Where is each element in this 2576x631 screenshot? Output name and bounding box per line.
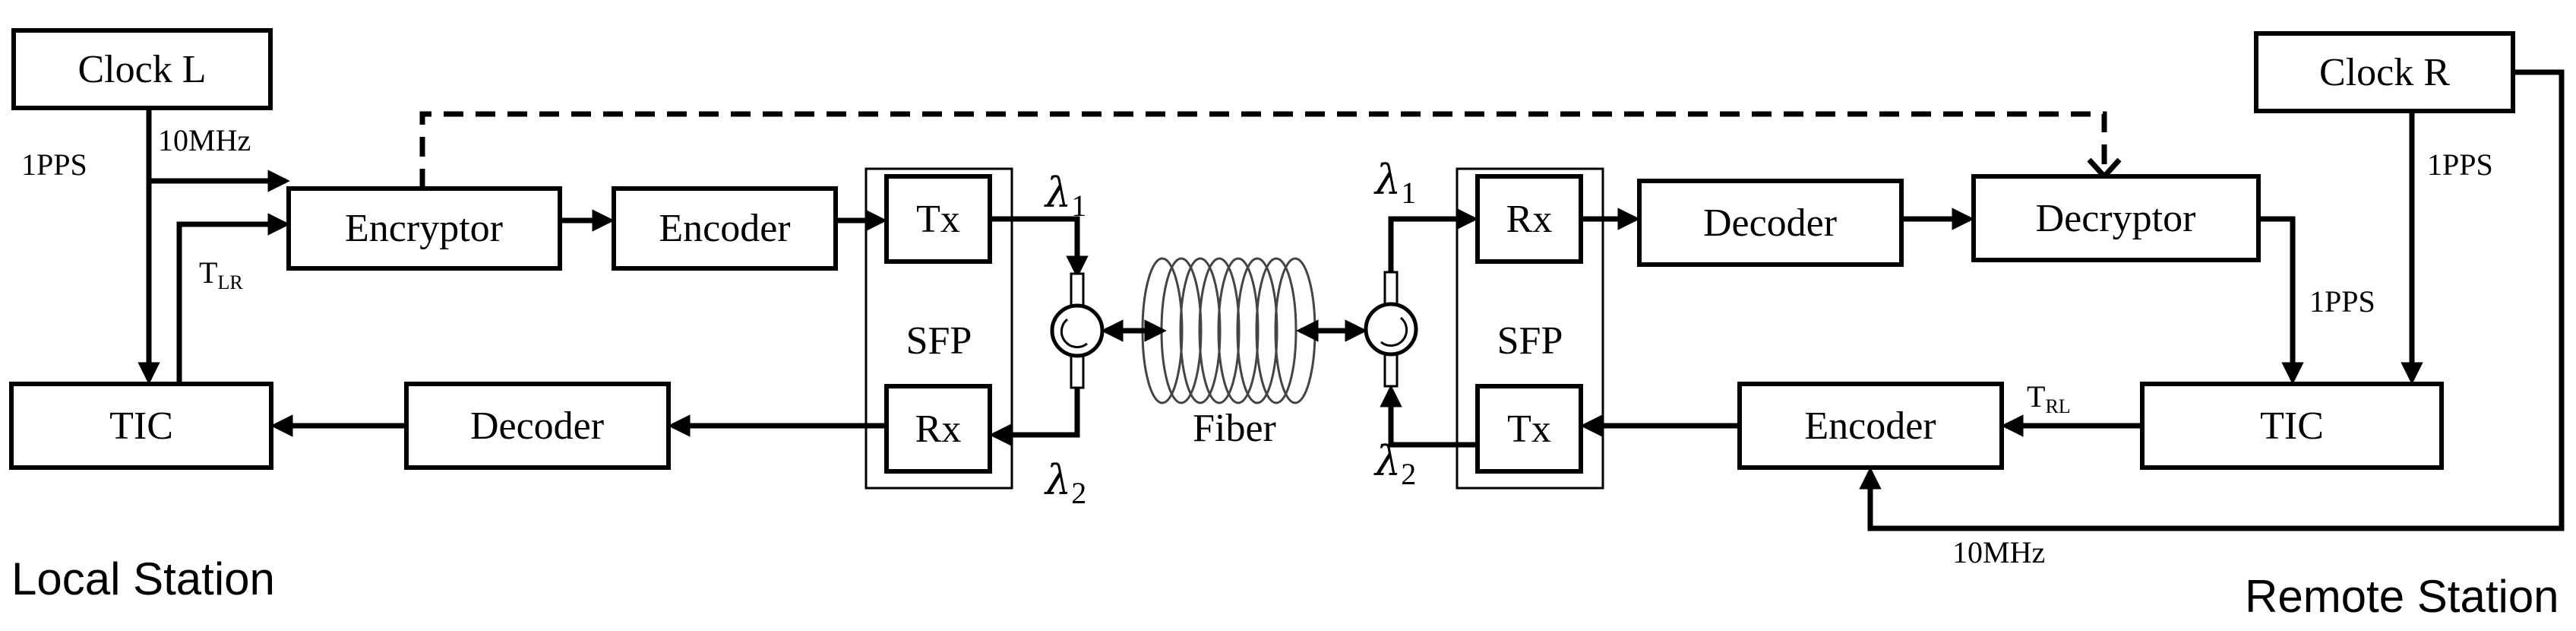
local-station-title: Local Station (11, 553, 275, 604)
local-rx-box: Rx (884, 384, 992, 474)
remote-decoder-box: Decoder (1637, 179, 1904, 267)
local-rx-label: Rx (915, 407, 962, 451)
local-tx-box: Tx (884, 174, 992, 264)
tx-to-circulator-arrow (990, 216, 1089, 278)
local-decoder-box: Decoder (404, 382, 671, 470)
encryption-key-dashed-line (419, 111, 2107, 189)
remote-lambda1-label: λ1 (1373, 156, 1416, 210)
remote-sfp-label: SFP (1497, 319, 1563, 363)
remote-encoder-box: Encoder (1737, 382, 2004, 470)
local-sfp-frame (864, 167, 1013, 490)
local-lambda2-label: λ2 (1044, 456, 1086, 510)
remote-decryptor-label: Decryptor (2036, 197, 2196, 240)
local-tlr-to-encryptor-arrow (176, 213, 290, 384)
local-encoder-box: Encoder (612, 186, 838, 271)
remote-10mhz-label: 10MHz (1952, 535, 2045, 569)
remote-encoder-label: Encoder (1804, 404, 1936, 448)
fiber-spool-icon (1141, 257, 1316, 404)
remote-clock-label: Clock R (2319, 51, 2450, 94)
remote-decryptor-1pps-label: 1PPS (2309, 284, 2375, 319)
local-circulator-icon (1050, 272, 1105, 389)
local-encryptor-label: Encryptor (345, 207, 503, 250)
remote-station-title: Remote Station (2245, 571, 2559, 622)
local-decoder-label: Decoder (470, 404, 604, 448)
remote-10mhz-arrow (1859, 69, 2565, 531)
remote-tic-box: TIC (2140, 382, 2444, 470)
local-encryptor-box: Encryptor (286, 186, 562, 271)
remote-rx-box: Rx (1475, 174, 1583, 264)
local-tlr-label: TLR (199, 255, 243, 293)
local-clock-box: Clock L (11, 28, 273, 110)
remote-circulator-icon (1364, 271, 1418, 388)
local-tic-label: TIC (109, 404, 173, 448)
remote-trl-label: TRL (2027, 379, 2071, 417)
local-tic-box: TIC (9, 382, 273, 470)
local-encoder-label: Encoder (659, 207, 790, 250)
remote-sfp-frame (1456, 167, 1604, 490)
remote-decryptor-box: Decryptor (1971, 174, 2261, 262)
local-lambda1-label: λ1 (1044, 169, 1086, 223)
remote-tx-label: Tx (1507, 407, 1551, 451)
local-tx-label: Tx (916, 198, 960, 241)
decryptor-to-remote-tic-arrow (2258, 216, 2304, 385)
local-10mhz-label: 10MHz (158, 123, 251, 157)
remote-tx-to-circulator-arrow (1380, 385, 1478, 448)
remote-tx-box: Tx (1475, 384, 1583, 474)
remote-clock-box: Clock R (2254, 31, 2515, 113)
local-clock-label: Clock L (78, 48, 207, 91)
fiber-label: Fiber (1193, 407, 1276, 450)
circulator-to-rx-arrow (989, 386, 1080, 446)
remote-tic-label: TIC (2260, 404, 2324, 448)
remote-clock-1pps-label: 1PPS (2427, 147, 2493, 182)
circulator-to-remote-rx-arrow (1388, 208, 1478, 272)
remote-rx-label: Rx (1506, 198, 1553, 241)
local-1pps-label: 1PPS (21, 147, 87, 182)
local-sfp-label: SFP (906, 319, 972, 363)
remote-decoder-label: Decoder (1703, 201, 1837, 245)
